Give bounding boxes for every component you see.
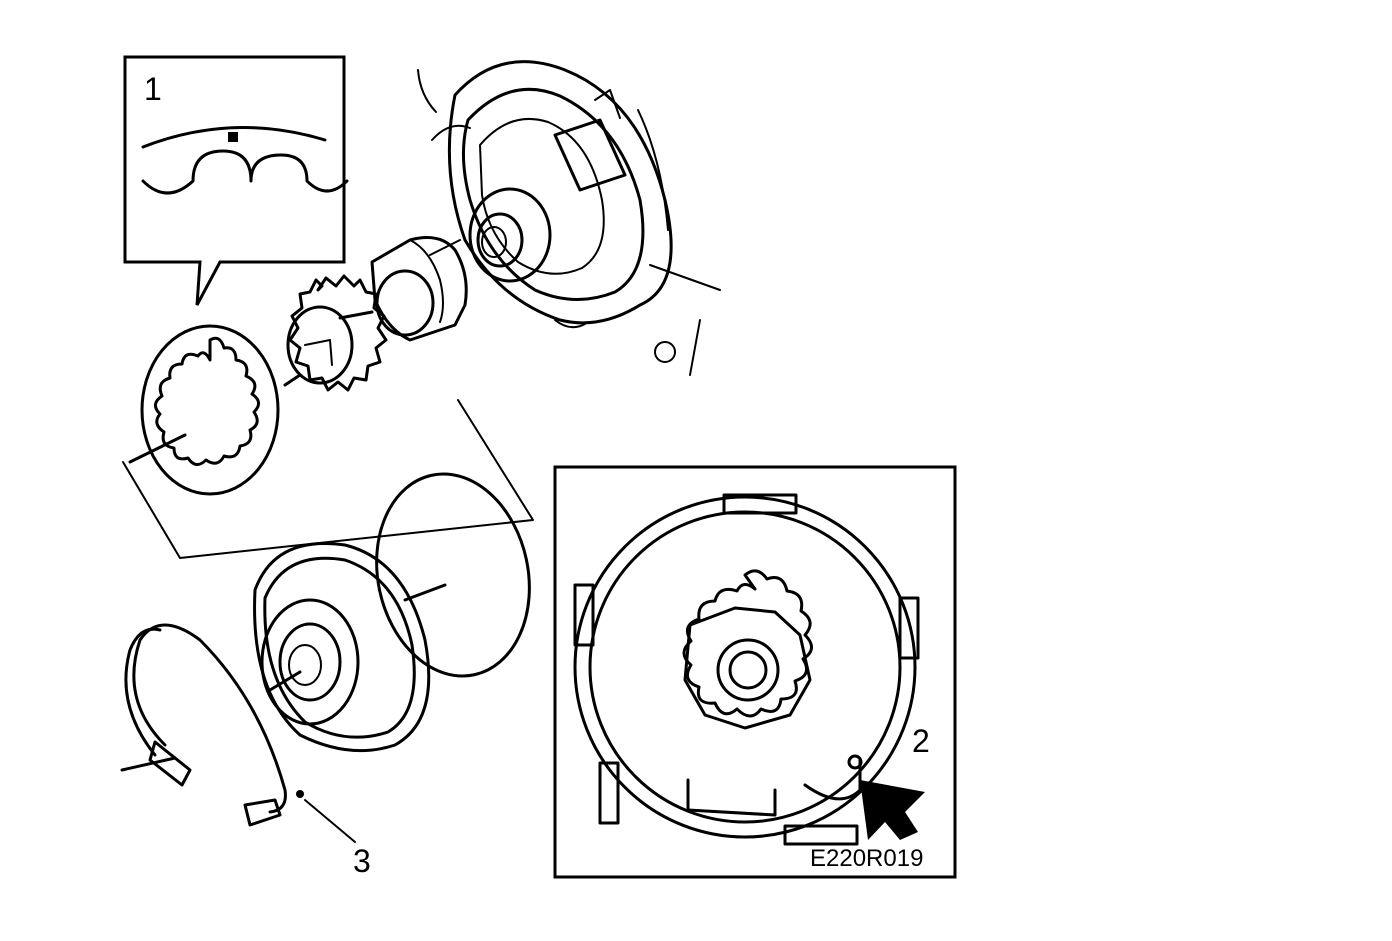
sprocket-gear (283, 274, 388, 392)
callout-2: 2 (912, 723, 930, 759)
detail-inset-2: 2 E220R019 (553, 465, 957, 879)
circlip: 3 (120, 623, 371, 879)
toothed-ring (128, 324, 280, 496)
callout-3: 3 (353, 843, 371, 879)
detail-inset-1: 1 (123, 55, 349, 306)
callout-1: 1 (144, 71, 162, 107)
hub-sleeve (338, 236, 468, 342)
transmission-housing (417, 60, 721, 376)
seal-cover (253, 542, 431, 753)
figure-code: E220R019 (810, 845, 923, 872)
group-bracket (122, 399, 534, 559)
o-ring (375, 472, 531, 678)
